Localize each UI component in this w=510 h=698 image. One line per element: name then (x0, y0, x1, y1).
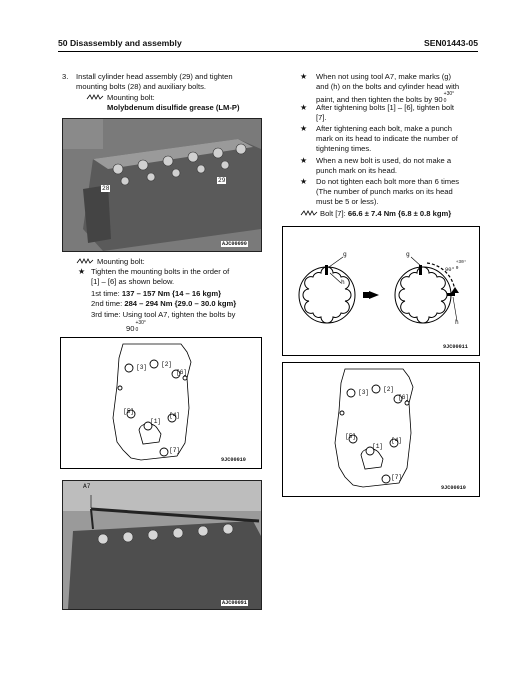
note3-line2: mark on its head to indicate the number … (316, 134, 458, 143)
bolt7-value: 66.6 ± 7.4 Nm {6.8 ± 0.8 kgm} (347, 209, 452, 218)
star-icon: ★ (300, 177, 308, 186)
bolt-label-4: [4] (169, 412, 181, 419)
fig2-code: 9JC00011 (443, 344, 468, 350)
photo2-code: AJC00091 (221, 600, 248, 606)
bolt-order-diagram (334, 368, 414, 488)
cylinder-head-photo: 28 29 AJC00090 (62, 118, 262, 252)
angle-tol-top: +30° (455, 260, 467, 265)
third-time-tol-top: +30° (135, 320, 146, 326)
engine-illustration (63, 119, 261, 251)
second-time-value: 284 – 294 Nm {29.0 – 30.0 kgm} (124, 299, 237, 308)
note4-line2: punch mark on its head. (316, 166, 398, 175)
mount-label-1: Mounting bolt: (107, 93, 155, 102)
star-icon: ★ (78, 267, 86, 276)
bolt-label-3: [3] (358, 389, 370, 396)
spring-icon (76, 258, 94, 264)
third-time-line1: 3rd time: Using tool A7, tighten the bol… (91, 310, 236, 319)
star-icon: ★ (300, 103, 308, 112)
bolt-label-5: [5] (123, 408, 135, 415)
bolt7-label: Bolt [7]: (320, 209, 348, 218)
bolt-order-diagram (112, 343, 192, 461)
bolt7-spec: Bolt [7]: 66.6 ± 7.4 Nm {6.8 ± 0.8 kgm} (320, 209, 451, 219)
second-time: 2nd time: 284 – 294 Nm {29.0 – 30.0 kgm} (91, 299, 236, 309)
bolt-label-1: [1] (150, 418, 162, 425)
bolt-label-7: [7] (169, 447, 181, 454)
mark-g-1: g (343, 251, 347, 258)
note3-line1: After tightening each bolt, make a punch (316, 124, 452, 133)
bolt-label-6: [6] (176, 369, 188, 376)
bolt-label-7: [7] (391, 474, 403, 481)
paint-mark-figure: g h g h 90°+30°0 9JC00011 (282, 226, 480, 356)
section-title: 50 Disassembly and assembly (58, 38, 182, 48)
label-28: 28 (101, 185, 111, 192)
label-a7: A7 (83, 483, 91, 490)
note4-line1: When a new bolt is used, do not make a (316, 156, 452, 165)
bolt-label-2: [2] (383, 386, 395, 393)
grease-name: Molybdenum disulfide grease (LM-P) (107, 103, 240, 112)
third-time-angle: 90+30°0 (126, 320, 148, 334)
note5-line3: must be 5 or less). (316, 197, 379, 206)
photo1-code: AJC00090 (221, 241, 248, 247)
angle-value: 90° (445, 267, 455, 273)
bolt-label-2: [2] (161, 361, 173, 368)
third-time-angle-value: 90 (126, 324, 135, 333)
bolt-label-6: [6] (398, 394, 410, 401)
fig1-code: 9JC00010 (221, 457, 246, 463)
star-icon: ★ (300, 156, 308, 165)
angle-label: 90°+30°0 (445, 260, 467, 273)
mark-h-1: h (341, 279, 345, 286)
second-time-label: 2nd time: (91, 299, 125, 308)
third-time-tol-bot: 0 (135, 327, 139, 333)
note2-line2: [7]. (316, 113, 327, 122)
fig3-code: 9JC00010 (441, 485, 466, 491)
angle-tol-bot: 0 (455, 266, 459, 271)
first-time-value: 137 – 157 Nm {14 – 16 kgm} (121, 289, 222, 298)
bolt-order-figure-left: [3] [2] [6] [5] [1] [4] [7] 9JC00010 (60, 337, 262, 469)
bolt-label-3: [3] (136, 364, 148, 371)
note1-line3-text: paint, and then tighten the bolts by 90 (316, 95, 443, 104)
note1-tol-top: +30° (443, 91, 455, 97)
bolt-label-5: [5] (345, 433, 357, 440)
note5-line1: Do not tighten each bolt more than 6 tim… (316, 177, 460, 186)
label-29: 29 (217, 177, 227, 184)
star-icon: ★ (300, 124, 308, 133)
first-time: 1st time: 137 – 157 Nm {14 – 16 kgm} (91, 289, 221, 299)
note2-line1: After tightening bolts [1] – [6], tighte… (316, 103, 455, 112)
star-icon: ★ (300, 72, 308, 81)
step-text-line1: Install cylinder head assembly (29) and … (76, 72, 233, 81)
note1-line2: and (h) on the bolts and cylinder head w… (316, 82, 460, 91)
first-time-label: 1st time: (91, 289, 122, 298)
tool-a7-illustration (63, 481, 261, 609)
note1-tol-bot: 0 (443, 98, 447, 104)
tighten-line1: Tighten the mounting bolts in the order … (91, 267, 230, 276)
spring-icon (86, 94, 104, 100)
header-rule (58, 51, 478, 52)
note3-line3: tightening times. (316, 144, 372, 153)
paint-mark-diagram (298, 256, 459, 324)
note1-line1: When not using tool A7, make marks (g) (316, 72, 452, 81)
note5-line2: (The number of punch marks on its head (316, 187, 453, 196)
document-id: SEN01443-05 (424, 38, 478, 48)
step-text-line2: mounting bolts (28) and auxiliary bolts. (76, 82, 207, 91)
spring-icon (300, 210, 318, 216)
note1-line3: paint, and then tighten the bolts by 90+… (316, 91, 457, 105)
bolt-label-4: [4] (391, 437, 403, 444)
bolt-order-figure-right: [3] [2] [6] [5] [1] [4] [7] 9JC00010 (282, 362, 480, 497)
mark-h-2: h (455, 319, 459, 326)
torque-tool-photo: A7 AJC00091 (62, 480, 262, 610)
step-number: 3. (62, 72, 69, 81)
page-header: 50 Disassembly and assembly SEN01443-05 (58, 38, 478, 52)
bolt-label-1: [1] (372, 443, 384, 450)
tighten-line2: [1] – [6] as shown below. (91, 277, 175, 286)
mark-g-2: g (406, 251, 410, 258)
mount-label-2: Mounting bolt: (97, 257, 145, 266)
